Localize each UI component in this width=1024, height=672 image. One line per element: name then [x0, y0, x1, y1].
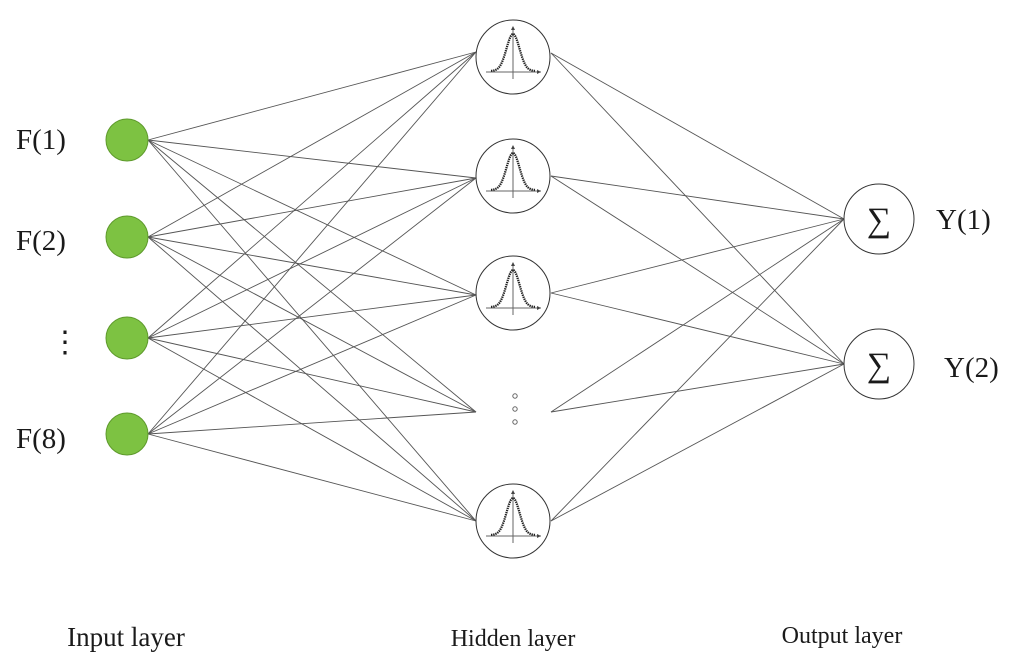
- hidden-node-3: [475, 255, 551, 331]
- edge-input-hidden: [147, 294, 477, 339]
- edge-hidden-output: [550, 52, 845, 365]
- hidden-ellipsis: [512, 393, 518, 425]
- output-label-1: Y(1): [936, 204, 991, 236]
- edge-input-hidden: [147, 139, 477, 296]
- edge-hidden-output: [550, 52, 845, 220]
- edge-input-hidden: [147, 177, 477, 339]
- hidden-node-n: [475, 483, 551, 559]
- edge-input-hidden: [147, 177, 477, 238]
- gaussian-curve-icon: [486, 26, 541, 79]
- output-layer: ∑ Y(1) ∑ Y(2): [843, 183, 999, 400]
- edge-hidden-output: [550, 218, 845, 294]
- edge-hidden-output: [550, 218, 845, 413]
- edge-hidden-output: [550, 218, 845, 522]
- edge-input-hidden: [147, 51, 477, 339]
- hidden-node-2: [475, 138, 551, 214]
- edge-input-hidden: [147, 236, 477, 522]
- hidden-node-1: [475, 19, 551, 95]
- edge-input-hidden: [147, 337, 477, 413]
- gaussian-curve-icon: [486, 262, 541, 315]
- input-node-ellipsis: [105, 316, 149, 360]
- input-layer: F(1) F(2) ⋮ F(8): [16, 118, 149, 456]
- hidden-layer: [475, 19, 551, 559]
- edge-input-hidden: [147, 411, 477, 435]
- edge-hidden-output: [550, 363, 845, 413]
- output-layer-title: Output layer: [782, 623, 903, 649]
- edge-input-hidden: [147, 51, 477, 238]
- edge-input-hidden: [147, 337, 477, 522]
- edge-input-hidden: [147, 51, 477, 435]
- input-label-2: F(2): [16, 225, 66, 257]
- edge-input-hidden: [147, 177, 477, 435]
- gaussian-curve-icon: [486, 490, 541, 543]
- edge-hidden-output: [550, 175, 845, 220]
- edge-hidden-output: [550, 363, 845, 522]
- edge-input-hidden: [147, 294, 477, 435]
- hidden-layer-title: Hidden layer: [451, 626, 576, 652]
- edge-input-hidden: [147, 51, 477, 141]
- input-node-2: [105, 215, 149, 259]
- input-layer-title: Input layer: [67, 622, 185, 652]
- gaussian-curve-icon: [486, 145, 541, 198]
- output-node-1: [843, 183, 915, 255]
- edge-hidden-output: [550, 175, 845, 365]
- edge-input-hidden: [147, 139, 477, 179]
- edge-input-hidden: [147, 139, 477, 413]
- input-node-1: [105, 118, 149, 162]
- input-label-1: F(1): [16, 124, 66, 156]
- edge-input-hidden: [147, 433, 477, 522]
- input-label-ellipsis: ⋮: [50, 326, 80, 359]
- output-label-2: Y(2): [944, 352, 999, 384]
- output-sum-icon-2: ∑: [867, 347, 891, 384]
- edge-input-hidden: [147, 236, 477, 296]
- edge-input-hidden: [147, 139, 477, 522]
- output-node-2: [843, 328, 915, 400]
- input-node-8: [105, 412, 149, 456]
- connections: [147, 51, 845, 522]
- edge-input-hidden: [147, 236, 477, 413]
- edge-hidden-output: [550, 292, 845, 365]
- input-label-8: F(8): [16, 423, 66, 455]
- output-sum-icon-1: ∑: [867, 202, 891, 239]
